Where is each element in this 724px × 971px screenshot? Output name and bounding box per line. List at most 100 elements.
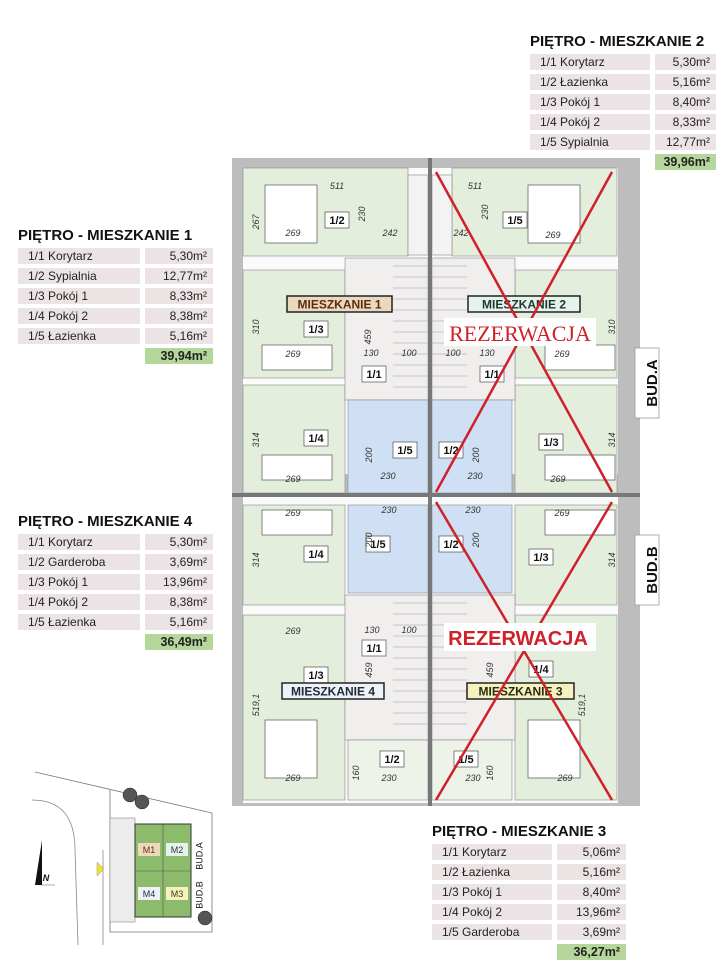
site-unit-box (138, 843, 160, 856)
wardrobe-room (431, 739, 513, 801)
party-wall (232, 493, 640, 497)
room-name: 1/1 Korytarz (432, 844, 552, 860)
apartment-label-m3: MIESZKANIE 3 (478, 685, 562, 699)
dimension-label: 130 (479, 348, 494, 358)
room-area: 8,38m² (145, 594, 213, 610)
room-number: 1/4 (308, 549, 324, 561)
site-unit-box (166, 887, 188, 900)
dimension-label: 310 (251, 319, 261, 334)
single-bed (261, 454, 333, 481)
single-bed (261, 509, 333, 536)
dimension-label: 269 (553, 508, 569, 518)
room-area: 13,96m² (145, 574, 213, 590)
dimension-label: 269 (284, 773, 300, 783)
apartment-label-m2-box (467, 295, 581, 313)
room-label-box (379, 750, 405, 768)
room-number: 1/2 (384, 754, 399, 766)
room-name: 1/1 Korytarz (18, 248, 140, 264)
corridor (344, 257, 429, 401)
dimension-label: 230 (466, 471, 482, 481)
room-number: 1/3 (308, 324, 323, 336)
table-title: PIĘTRO - MIESZKANIE 1 (18, 227, 193, 244)
single-bed (544, 509, 616, 536)
dimension-label: 269 (284, 508, 300, 518)
site-unit-label: M3 (171, 889, 184, 899)
dimension-label: 242 (381, 228, 397, 238)
table-row: 1/4 Pokój 2 8,38m² (18, 306, 213, 326)
dimension-label: 269 (544, 230, 560, 240)
total-row: 39,94m² (18, 346, 213, 366)
room-area: 8,38m² (145, 308, 213, 324)
room-name: 1/2 Garderoba (18, 554, 140, 570)
room-number: 1/3 (533, 552, 548, 564)
room-area: 12,77m² (655, 134, 716, 150)
room-name: 1/5 Sypialnia (530, 134, 650, 150)
room-area: 5,06m² (557, 844, 626, 860)
room-number: 1/5 (370, 539, 385, 551)
room-number: 1/5 (507, 215, 522, 227)
room-name: 1/3 Pokój 1 (18, 574, 140, 590)
wardrobe (407, 174, 429, 256)
table-row: 1/1 Korytarz 5,30m² (18, 532, 213, 552)
room-name: 1/1 Korytarz (530, 54, 650, 70)
dimension-label: 230 (464, 773, 480, 783)
room-name: 1/4 Pokój 2 (18, 308, 140, 324)
site-unit-label: M4 (143, 889, 156, 899)
total-area: 36,27m² (557, 944, 626, 960)
site-building-label: BUD.A (194, 842, 204, 870)
room-name: 1/5 Łazienka (18, 614, 140, 630)
room-name: 1/3 Pokój 1 (530, 94, 650, 110)
room-name: 1/3 Pokój 1 (18, 288, 140, 304)
reservation-bg (444, 623, 596, 651)
room-area: 5,30m² (655, 54, 716, 70)
dimension-label: 160 (485, 765, 495, 780)
dimension-label: 314 (607, 552, 617, 567)
bed (264, 184, 318, 244)
wardrobe (431, 174, 453, 256)
dimension-label: 314 (251, 432, 261, 447)
room-area: 5,30m² (145, 248, 213, 264)
apartment-label-m2: MIESZKANIE 2 (482, 298, 566, 312)
tree (134, 794, 150, 810)
dimension-label: 200 (471, 447, 481, 463)
building-label: BUD.A (644, 359, 661, 407)
site-unit-label: M2 (171, 845, 184, 855)
total-row: 36,49m² (18, 632, 213, 652)
room-number: 1/3 (308, 670, 323, 682)
room-label-box (528, 548, 554, 566)
dimension-label: 130 (364, 625, 379, 635)
room-name: 1/1 Korytarz (18, 534, 140, 550)
room-area: 13,96m² (557, 904, 626, 920)
room-area: 5,30m² (145, 534, 213, 550)
dimension-label: 459 (364, 662, 374, 677)
dimension-label: 230 (379, 471, 395, 481)
room-label-box (502, 211, 528, 229)
dimension-label: 459 (485, 662, 495, 677)
room-number: 1/2 (329, 215, 344, 227)
dimension-label: 459 (363, 329, 373, 344)
reservation-label-m2: REZERWACJA (449, 321, 591, 346)
room-area: 5,16m² (145, 614, 213, 630)
site-plan (31, 771, 213, 946)
table-row: 1/1 Korytarz 5,06m² (432, 842, 626, 862)
room-label-box (303, 429, 329, 447)
building-label-box (634, 347, 660, 419)
room-name: 1/3 Pokój 1 (432, 884, 552, 900)
room-area: 5,16m² (655, 74, 716, 90)
room-area: 5,16m² (557, 864, 626, 880)
room-number: 1/5 (397, 445, 412, 457)
bed (527, 184, 581, 244)
dimension-label: 314 (251, 552, 261, 567)
dimension-label: 267 (251, 214, 261, 231)
reservation-label-m3: REZERWACJA (448, 628, 588, 650)
site-building-label: BUD.B (194, 881, 204, 909)
room-label-box (361, 639, 387, 657)
room-label-box (303, 545, 329, 563)
